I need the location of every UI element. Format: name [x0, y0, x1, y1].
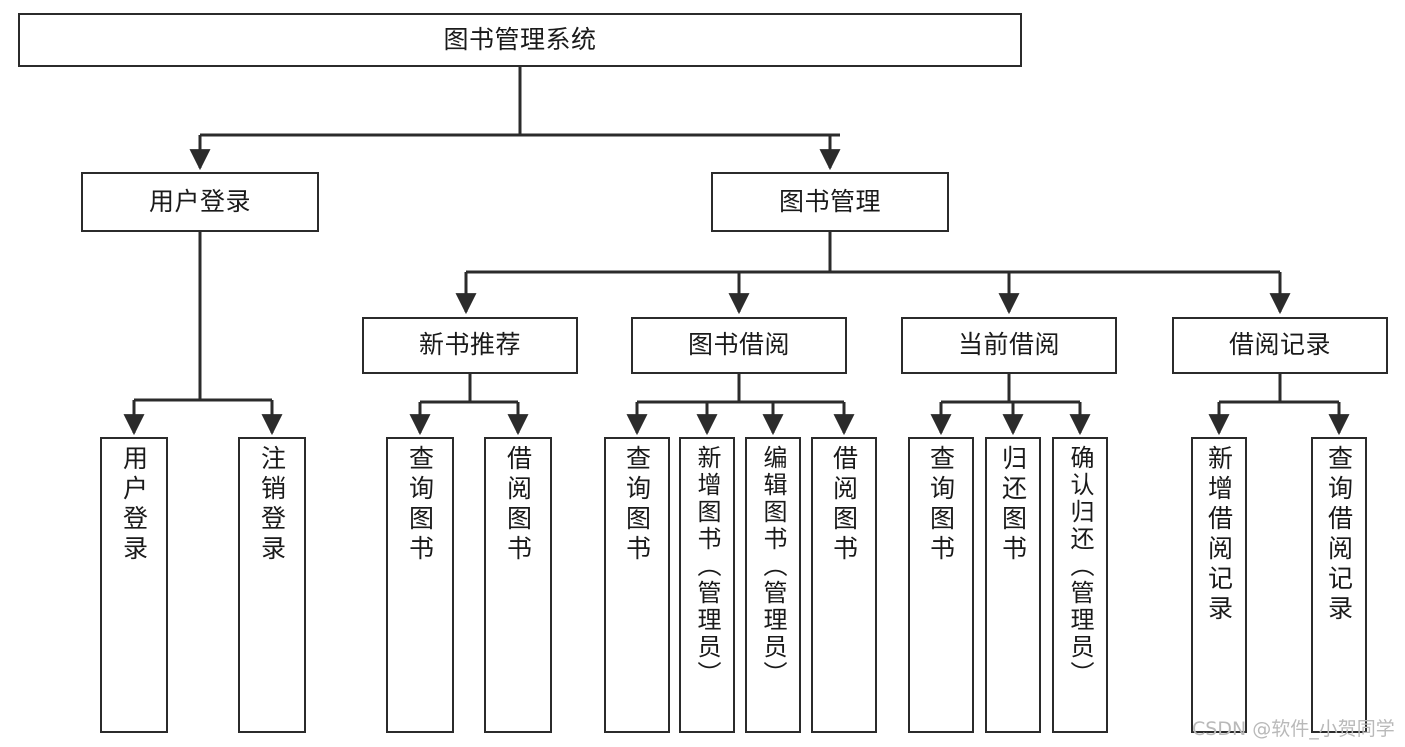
node-leaf-logout-login-label: 注销登录	[257, 445, 287, 565]
node-leaf-confirm-return-admin[interactable]: 确认归还（管理员）	[1052, 437, 1108, 733]
node-book-borrow[interactable]: 图书借阅	[631, 317, 847, 374]
node-leaf-query-book-3[interactable]: 查询图书	[908, 437, 974, 733]
node-leaf-query-book-3-label: 查询图书	[926, 445, 956, 565]
node-borrow-record[interactable]: 借阅记录	[1172, 317, 1388, 374]
node-book-manage-label: 图书管理	[778, 186, 881, 216]
node-root[interactable]: 图书管理系统	[18, 13, 1022, 67]
node-leaf-return-book[interactable]: 归还图书	[985, 437, 1041, 733]
node-book-manage[interactable]: 图书管理	[711, 172, 949, 232]
node-leaf-borrow-book-1-label: 借阅图书	[503, 445, 533, 565]
node-leaf-add-borrow-record[interactable]: 新增借阅记录	[1191, 437, 1247, 733]
node-leaf-borrow-book-2[interactable]: 借阅图书	[811, 437, 877, 733]
node-leaf-query-book-2[interactable]: 查询图书	[604, 437, 670, 733]
node-book-borrow-label: 图书借阅	[687, 330, 790, 360]
node-current-borrow-label: 当前借阅	[957, 330, 1060, 360]
node-leaf-query-borrow-record-label: 查询借阅记录	[1324, 445, 1354, 625]
node-leaf-edit-book-admin-label: 编辑图书（管理员）	[759, 445, 787, 688]
node-leaf-borrow-book-2-label: 借阅图书	[829, 445, 859, 565]
node-leaf-user-login[interactable]: 用户登录	[100, 437, 168, 733]
csdn-watermark: CSDN @软件_小贺同学	[1192, 718, 1395, 740]
node-root-label: 图书管理系统	[443, 24, 597, 54]
node-leaf-logout-login[interactable]: 注销登录	[238, 437, 306, 733]
node-new-book-recommend[interactable]: 新书推荐	[362, 317, 578, 374]
node-leaf-add-book-admin[interactable]: 新增图书（管理员）	[679, 437, 735, 733]
node-leaf-query-book-2-label: 查询图书	[622, 445, 652, 565]
node-leaf-confirm-return-admin-label: 确认归还（管理员）	[1066, 445, 1094, 688]
node-user-login-label: 用户登录	[148, 186, 251, 216]
node-user-login[interactable]: 用户登录	[81, 172, 319, 232]
node-leaf-add-borrow-record-label: 新增借阅记录	[1204, 445, 1234, 625]
node-leaf-user-login-label: 用户登录	[119, 445, 149, 565]
node-leaf-query-borrow-record[interactable]: 查询借阅记录	[1311, 437, 1367, 733]
node-new-book-recommend-label: 新书推荐	[418, 330, 521, 360]
node-leaf-query-book-1[interactable]: 查询图书	[386, 437, 454, 733]
node-leaf-edit-book-admin[interactable]: 编辑图书（管理员）	[745, 437, 801, 733]
node-leaf-return-book-label: 归还图书	[998, 445, 1028, 565]
node-leaf-query-book-1-label: 查询图书	[405, 445, 435, 565]
node-leaf-add-book-admin-label: 新增图书（管理员）	[693, 445, 721, 688]
node-borrow-record-label: 借阅记录	[1228, 330, 1331, 360]
node-leaf-borrow-book-1[interactable]: 借阅图书	[484, 437, 552, 733]
node-current-borrow[interactable]: 当前借阅	[901, 317, 1117, 374]
